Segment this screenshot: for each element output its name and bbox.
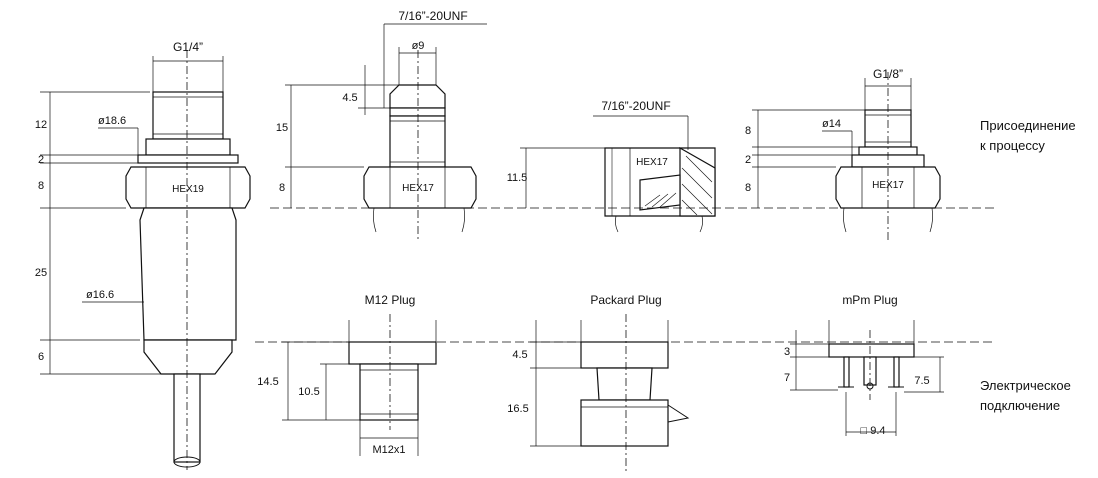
dim-7: 7 bbox=[784, 372, 790, 384]
dim-2-a: 2 bbox=[38, 154, 44, 166]
dim-phi-14: ø14 bbox=[822, 118, 841, 130]
dim-10-5: 10.5 bbox=[298, 386, 319, 398]
dim-4-5-b: 4.5 bbox=[512, 349, 527, 361]
process-connection-label-1: Присоединение bbox=[980, 118, 1076, 133]
dim-25: 25 bbox=[35, 267, 47, 279]
dim-3: 3 bbox=[784, 346, 790, 358]
dim-2-b: 2 bbox=[745, 154, 751, 166]
dim-8-a: 8 bbox=[38, 180, 44, 192]
dim-8-c: 8 bbox=[745, 125, 751, 137]
hex-label-19: HEX19 bbox=[172, 184, 204, 195]
sensor-unf: 7/16”-20UNF ø9 4.5 15 8 HEX17 bbox=[276, 9, 487, 240]
dim-11-5: 11.5 bbox=[507, 172, 528, 184]
plug-label-m12: M12 Plug bbox=[365, 293, 416, 307]
dim-phi-18-6: ø18.6 bbox=[98, 115, 126, 127]
dim-15: 15 bbox=[276, 122, 288, 134]
dim-7-5: 7.5 bbox=[914, 375, 929, 387]
plug-label-packard: Packard Plug bbox=[590, 293, 661, 307]
hex-label-17-c: HEX17 bbox=[872, 180, 904, 191]
thread-label-unf-b: 7/16”-20UNF bbox=[601, 99, 670, 113]
dim-12: 12 bbox=[35, 119, 47, 131]
m12-plug: M12 Plug 14.5 10.5 M12x1 bbox=[257, 293, 437, 456]
thread-label-unf-a: 7/16”-20UNF bbox=[398, 9, 467, 23]
dim-8-b: 8 bbox=[279, 182, 285, 194]
mpm-plug: mPm Plug 3 7 7.5 □ 9.4 bbox=[784, 293, 944, 437]
plug-label-mpm: mPm Plug bbox=[842, 293, 897, 307]
dim-4-5-a: 4.5 bbox=[342, 92, 357, 104]
thread-label-g14: G1/4” bbox=[173, 40, 203, 54]
dim-14-5: 14.5 bbox=[257, 376, 278, 388]
dim-phi-16-6: ø16.6 bbox=[86, 289, 114, 301]
dim-6: 6 bbox=[38, 351, 44, 363]
dim-square-9-4: □ 9.4 bbox=[861, 425, 886, 437]
sensor-g18: G1/8” ø14 8 2 8 HEX17 bbox=[745, 67, 941, 240]
thread-label-g18: G1/8” bbox=[873, 67, 903, 81]
electrical-connection-label-2: подключение bbox=[980, 398, 1060, 413]
dim-8-d: 8 bbox=[745, 182, 751, 194]
packard-plug: Packard Plug 4.5 16.5 bbox=[507, 293, 690, 472]
sensor-unf-section: 7/16”-20UNF 11.5 HEX17 bbox=[507, 99, 716, 233]
sensor-g14: G1/4” 12 2 8 25 6 ø18.6 ø16.6 HEX19 bbox=[35, 40, 251, 470]
dim-16-5: 16.5 bbox=[507, 403, 528, 415]
hex-label-17-a: HEX17 bbox=[402, 183, 434, 194]
dim-phi-9: ø9 bbox=[412, 40, 425, 52]
electrical-connection-label-1: Электрическое bbox=[980, 378, 1071, 393]
process-connection-label-2: к процессу bbox=[980, 138, 1045, 153]
hex-label-17-b: HEX17 bbox=[636, 157, 668, 168]
dim-m12x1: M12x1 bbox=[372, 444, 405, 456]
